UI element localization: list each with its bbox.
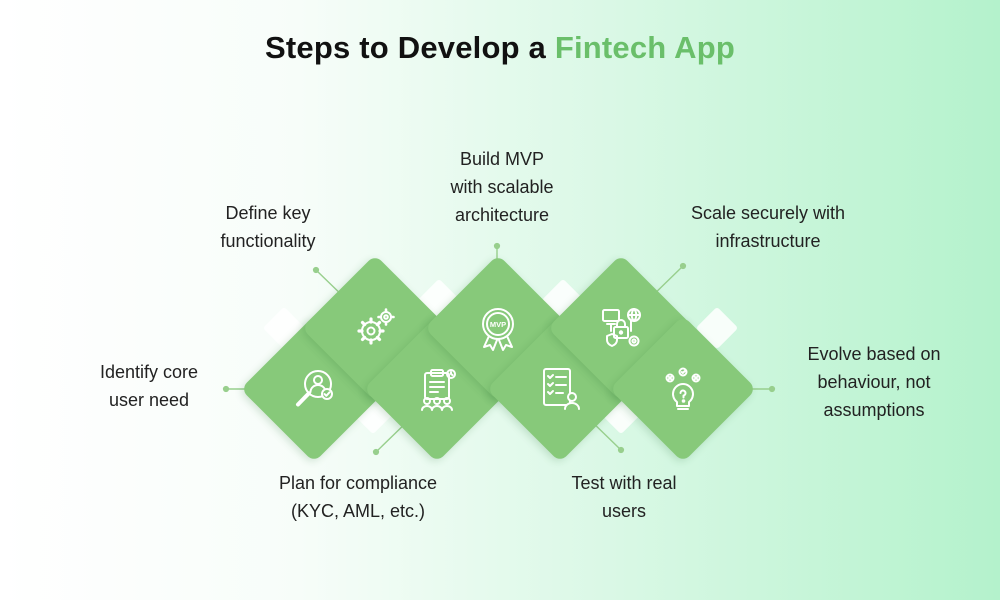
magnifier-user-icon [296,370,333,407]
title-accent: Fintech App [554,30,735,65]
title-prefix: Steps to Develop a [265,30,546,65]
page-title: Steps to Develop a Fintech App [0,30,1000,66]
gears-icon [357,308,395,345]
step-label-identify: Identify core user need [99,362,199,410]
mvp-badge-icon: MVP [482,308,514,351]
lightbulb-idea-icon [665,367,701,410]
step-label-define: Define key functionality [220,203,316,251]
checklist-user-icon [543,368,580,410]
step-label-test: Test with real users [571,473,677,521]
step-label-plan: Plan for compliance (KYC, AML, etc.) [278,473,438,521]
step-label-scale: Scale securely with infrastructure [690,203,846,251]
step-label-evolve: Evolve based on behaviour, not assumptio… [807,344,941,420]
clipboard-team-icon [421,369,456,411]
svg-text:MVP: MVP [490,320,506,329]
secure-devices-icon [602,308,641,347]
step-label-build: Build MVP with scalable architecture [450,149,554,225]
